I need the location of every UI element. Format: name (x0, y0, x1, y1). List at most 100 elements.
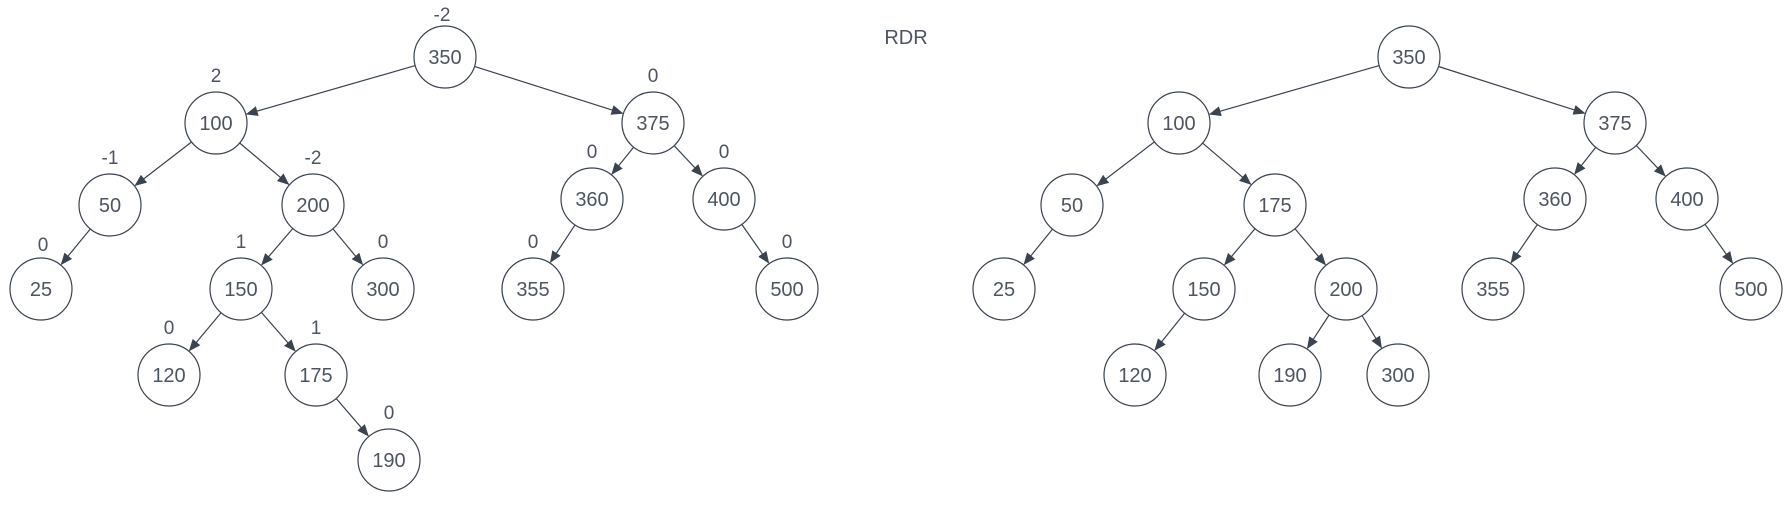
node-circle (1719, 257, 1783, 321)
node-circle (501, 257, 565, 321)
tree-node-500: 500 (1719, 257, 1783, 321)
tree-before: 350-21002375050-1200-2360040002501501300… (9, 5, 819, 492)
edge-150-120 (188, 312, 222, 352)
edge-350-100 (1208, 65, 1380, 116)
node-circle (692, 167, 756, 231)
node-label: 360 (1538, 189, 1571, 211)
edge-175-150 (1224, 228, 1256, 266)
node-label: 150 (1187, 279, 1220, 301)
tree-node-360: 360 0 (560, 142, 624, 231)
edge-400-500 (741, 224, 770, 264)
node-circle (755, 257, 819, 321)
node-circle (284, 343, 348, 407)
node-circle (413, 25, 477, 89)
edge-150-175 (260, 312, 296, 352)
edge-50-25 (60, 228, 91, 266)
edge-200-190 (1306, 314, 1330, 350)
node-circle (621, 91, 685, 155)
node-label: 200 (1329, 279, 1362, 301)
node-circle (351, 257, 415, 321)
balance-factor-label: 0 (378, 232, 389, 253)
node-circle (1040, 173, 1104, 237)
node-circle (560, 167, 624, 231)
diagram-title: RDR (884, 27, 927, 49)
edge-200-300 (1361, 315, 1382, 349)
node-label: 25 (993, 279, 1015, 301)
node-label: 360 (575, 189, 608, 211)
balance-factor-label: -1 (102, 148, 119, 169)
tree-node-360: 360 (1523, 167, 1587, 231)
node-label: 400 (1670, 189, 1703, 211)
tree-node-300: 300 0 (351, 232, 415, 321)
tree-node-175: 175 (1243, 173, 1307, 237)
edge-200-150 (261, 228, 294, 266)
tree-node-100: 100 (1147, 91, 1211, 155)
node-label: 120 (1118, 365, 1151, 387)
edge-175-200 (1294, 228, 1326, 266)
node-circle (1314, 257, 1378, 321)
edge-350-375 (474, 65, 624, 115)
balance-factor-label: 0 (719, 142, 730, 163)
node-circle (9, 257, 73, 321)
node-circle (281, 173, 345, 237)
tree-node-50: 50 -1 (78, 148, 142, 237)
balance-factor-label: 0 (587, 142, 598, 163)
node-label: 500 (1734, 279, 1767, 301)
tree-node-400: 400 (1655, 167, 1719, 231)
node-label: 375 (1598, 113, 1631, 135)
node-circle (1172, 257, 1236, 321)
node-label: 190 (1273, 365, 1306, 387)
node-circle (1103, 343, 1167, 407)
edge-175-190 (335, 398, 369, 437)
node-circle (1523, 167, 1587, 231)
tree-node-50: 50 (1040, 173, 1104, 237)
node-circle (1258, 343, 1322, 407)
node-circle (357, 428, 421, 492)
tree-node-350: 350 (1377, 25, 1441, 89)
edge-360-355 (1510, 224, 1538, 264)
node-label: 500 (770, 279, 803, 301)
balance-factor-label: 0 (384, 403, 395, 424)
node-label: 300 (366, 279, 399, 301)
tree-node-200: 200 (1314, 257, 1378, 321)
node-circle (209, 257, 273, 321)
balance-factor-label: 0 (38, 235, 49, 256)
node-circle (184, 91, 248, 155)
node-label: 355 (516, 279, 549, 301)
node-label: 50 (99, 195, 121, 217)
edge-375-360 (611, 146, 635, 175)
node-circle (1461, 257, 1525, 321)
edge-360-355 (549, 224, 576, 264)
node-label: 150 (224, 279, 257, 301)
balance-factor-label: -2 (305, 148, 322, 169)
node-circle (137, 343, 201, 407)
balance-factor-label: 1 (236, 232, 247, 253)
tree-node-375: 375 (1583, 91, 1647, 155)
tree-after: 350 100 375 50 175 360 400 25 150 200 355 500 120 190… (972, 25, 1783, 407)
tree-node-200: 200-2 (281, 148, 345, 237)
balance-factor-label: 0 (164, 318, 175, 339)
tree-node-355: 355 (1461, 257, 1525, 321)
balance-factor-label: 0 (782, 232, 793, 253)
tree-node-120: 120 (1103, 343, 1167, 407)
edge-375-400 (673, 145, 703, 177)
edge-50-25 (1023, 228, 1053, 265)
node-circle (1147, 91, 1211, 155)
edge-400-500 (1704, 223, 1734, 264)
tree-node-190: 190 (1258, 343, 1322, 407)
edge-350-375 (1438, 65, 1586, 115)
node-circle (1583, 91, 1647, 155)
node-label: 25 (30, 279, 52, 301)
node-circle (1366, 343, 1430, 407)
node-circle (1377, 25, 1441, 89)
node-circle (972, 257, 1036, 321)
edge-100-50 (1096, 141, 1155, 187)
edge-200-300 (332, 228, 364, 266)
edge-100-50 (134, 141, 192, 187)
